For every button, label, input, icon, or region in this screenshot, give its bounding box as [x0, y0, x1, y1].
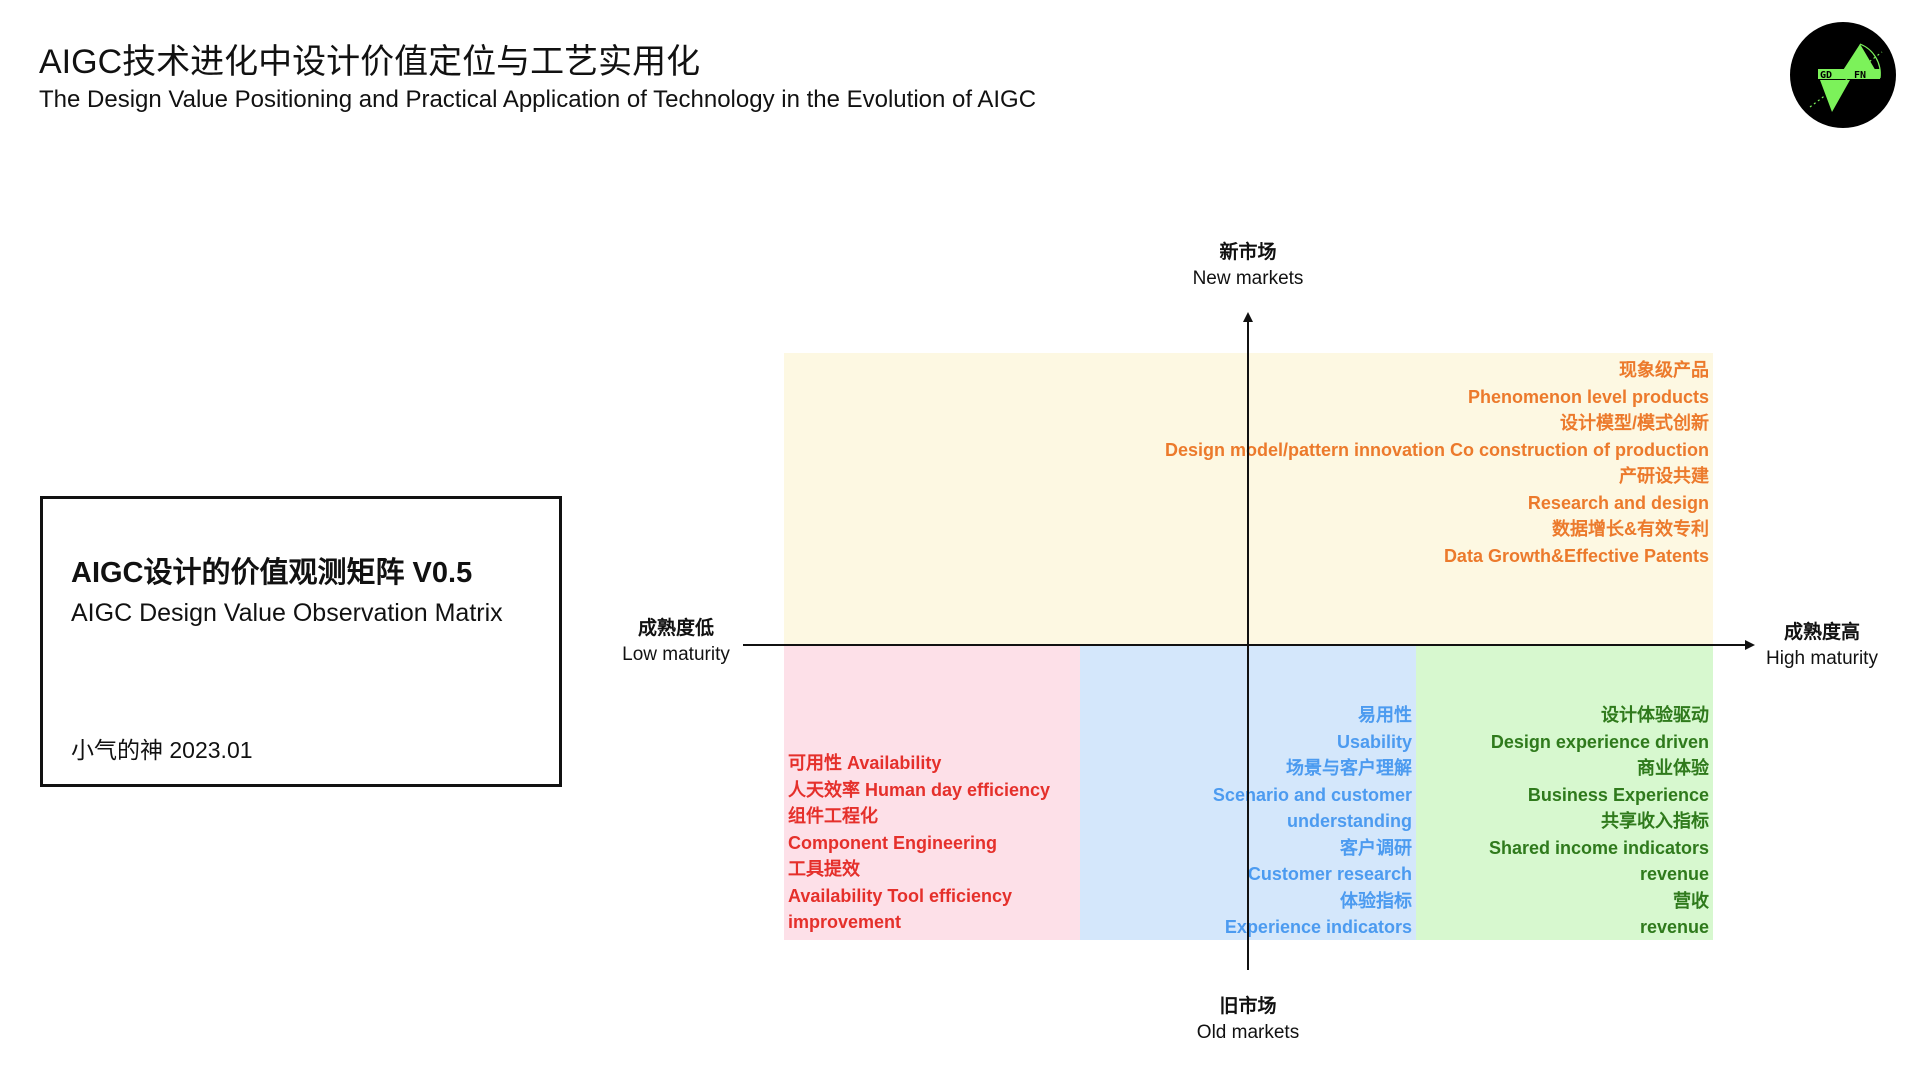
quadrant-line: Customer research	[1247, 864, 1412, 884]
axis-label-right-zh: 成熟度高	[1783, 622, 1861, 643]
quadrant-line: 人天效率 Human day efficiency	[788, 779, 1051, 800]
quadrant-line: understanding	[1287, 811, 1412, 831]
quadrant-line: 设计模型/模式创新	[1559, 413, 1709, 433]
axis-label-top-en: New markets	[1192, 268, 1304, 289]
quadrant-line: 场景与客户理解	[1286, 758, 1412, 778]
axis-label-top-zh: 新市场	[1219, 242, 1277, 263]
quadrant-line: 可用性 Availability	[788, 753, 942, 773]
axis-label-right-en: High maturity	[1766, 648, 1878, 669]
quadrant-high-maturity	[1416, 645, 1713, 940]
quadrant-line: 营收	[1673, 890, 1709, 911]
axis-label-left: 成熟度低 Low maturity	[622, 616, 730, 668]
quadrant-line: 产研设共建	[1619, 466, 1709, 486]
quadrant-line: Business Experience	[1527, 784, 1709, 805]
matrix-info-card: AIGC设计的价值观测矩阵 V0.5 AIGC Design Value Obs…	[40, 496, 562, 787]
quadrant-line: Scenario and customer	[1212, 784, 1412, 805]
quadrant-line: Shared income indicators	[1488, 837, 1709, 858]
arrow-up-icon	[1243, 312, 1253, 322]
quadrant-line: revenue	[1639, 864, 1709, 884]
quadrant-line: Data Growth&Effective Patents	[1443, 545, 1709, 566]
yellow-quadrant-text: 现象级产品 Phenomenon level products 设计模型/模式创…	[1165, 357, 1709, 569]
quadrant-line: 易用性	[1358, 705, 1412, 725]
quadrant-line: Design model/pattern innovation Co const…	[1165, 439, 1709, 460]
quadrant-low-maturity	[784, 645, 1080, 940]
quadrant-line: Design experience driven	[1490, 731, 1709, 752]
page-subtitle: The Design Value Positioning and Practic…	[39, 86, 1037, 113]
axis-label-bottom-en: Old markets	[1196, 1022, 1300, 1043]
quadrant-line: Research and design	[1527, 492, 1709, 513]
green-quadrant-text: 设计体验驱动 Design experience driven 商业体验 Bus…	[1489, 702, 1709, 941]
horizontal-axis	[743, 644, 1751, 646]
svg-text:FN: FN	[1854, 70, 1866, 81]
quadrant-line: improvement	[788, 912, 902, 932]
pink-quadrant-text: 可用性 Availability 人天效率 Human day efficien…	[788, 750, 1050, 936]
quadrant-line: 客户调研	[1340, 837, 1412, 858]
quadrant-line: 体验指标	[1340, 890, 1412, 911]
quadrant-line: Experience indicators	[1224, 917, 1412, 937]
arrow-right-icon	[1745, 640, 1755, 650]
axis-label-bottom-zh: 旧市场	[1219, 996, 1277, 1017]
axis-label-left-en: Low maturity	[622, 644, 730, 665]
quadrant-line: Availability Tool efficiency	[788, 885, 1013, 906]
quadrant-line: 共享收入指标	[1601, 811, 1709, 831]
logo-icon: GD FN	[1790, 22, 1896, 128]
quadrant-line: 商业体验	[1637, 758, 1709, 778]
matrix-title: AIGC设计的价值观测矩阵 V0.5	[71, 557, 473, 589]
page-title: AIGC技术进化中设计价值定位与工艺实用化	[39, 43, 701, 81]
author-date: 小气的神 2023.01	[71, 737, 253, 763]
quadrant-line: 数据增长&有效专利	[1552, 519, 1709, 539]
blue-quadrant-text: 易用性 Usability 场景与客户理解 Scenario and custo…	[1213, 702, 1412, 941]
logo: GD FN	[1790, 22, 1896, 128]
axis-label-top: 新市场 New markets	[1193, 240, 1304, 292]
quadrant-line: 工具提效	[788, 859, 860, 879]
quadrant-line: 设计体验驱动	[1601, 705, 1709, 725]
axis-label-bottom: 旧市场 Old markets	[1197, 994, 1299, 1046]
axis-label-left-zh: 成熟度低	[637, 618, 715, 639]
quadrant-line: 组件工程化	[788, 806, 878, 826]
quadrant-line: 现象级产品	[1619, 360, 1709, 380]
quadrant-line: Usability	[1336, 731, 1412, 752]
matrix-subtitle: AIGC Design Value Observation Matrix	[71, 599, 503, 627]
quadrant-line: Component Engineering	[788, 832, 997, 853]
quadrant-line: revenue	[1639, 917, 1709, 937]
axis-label-right: 成熟度高 High maturity	[1766, 620, 1878, 672]
quadrant-line: Phenomenon level products	[1467, 386, 1709, 407]
svg-text:GD: GD	[1820, 70, 1832, 81]
